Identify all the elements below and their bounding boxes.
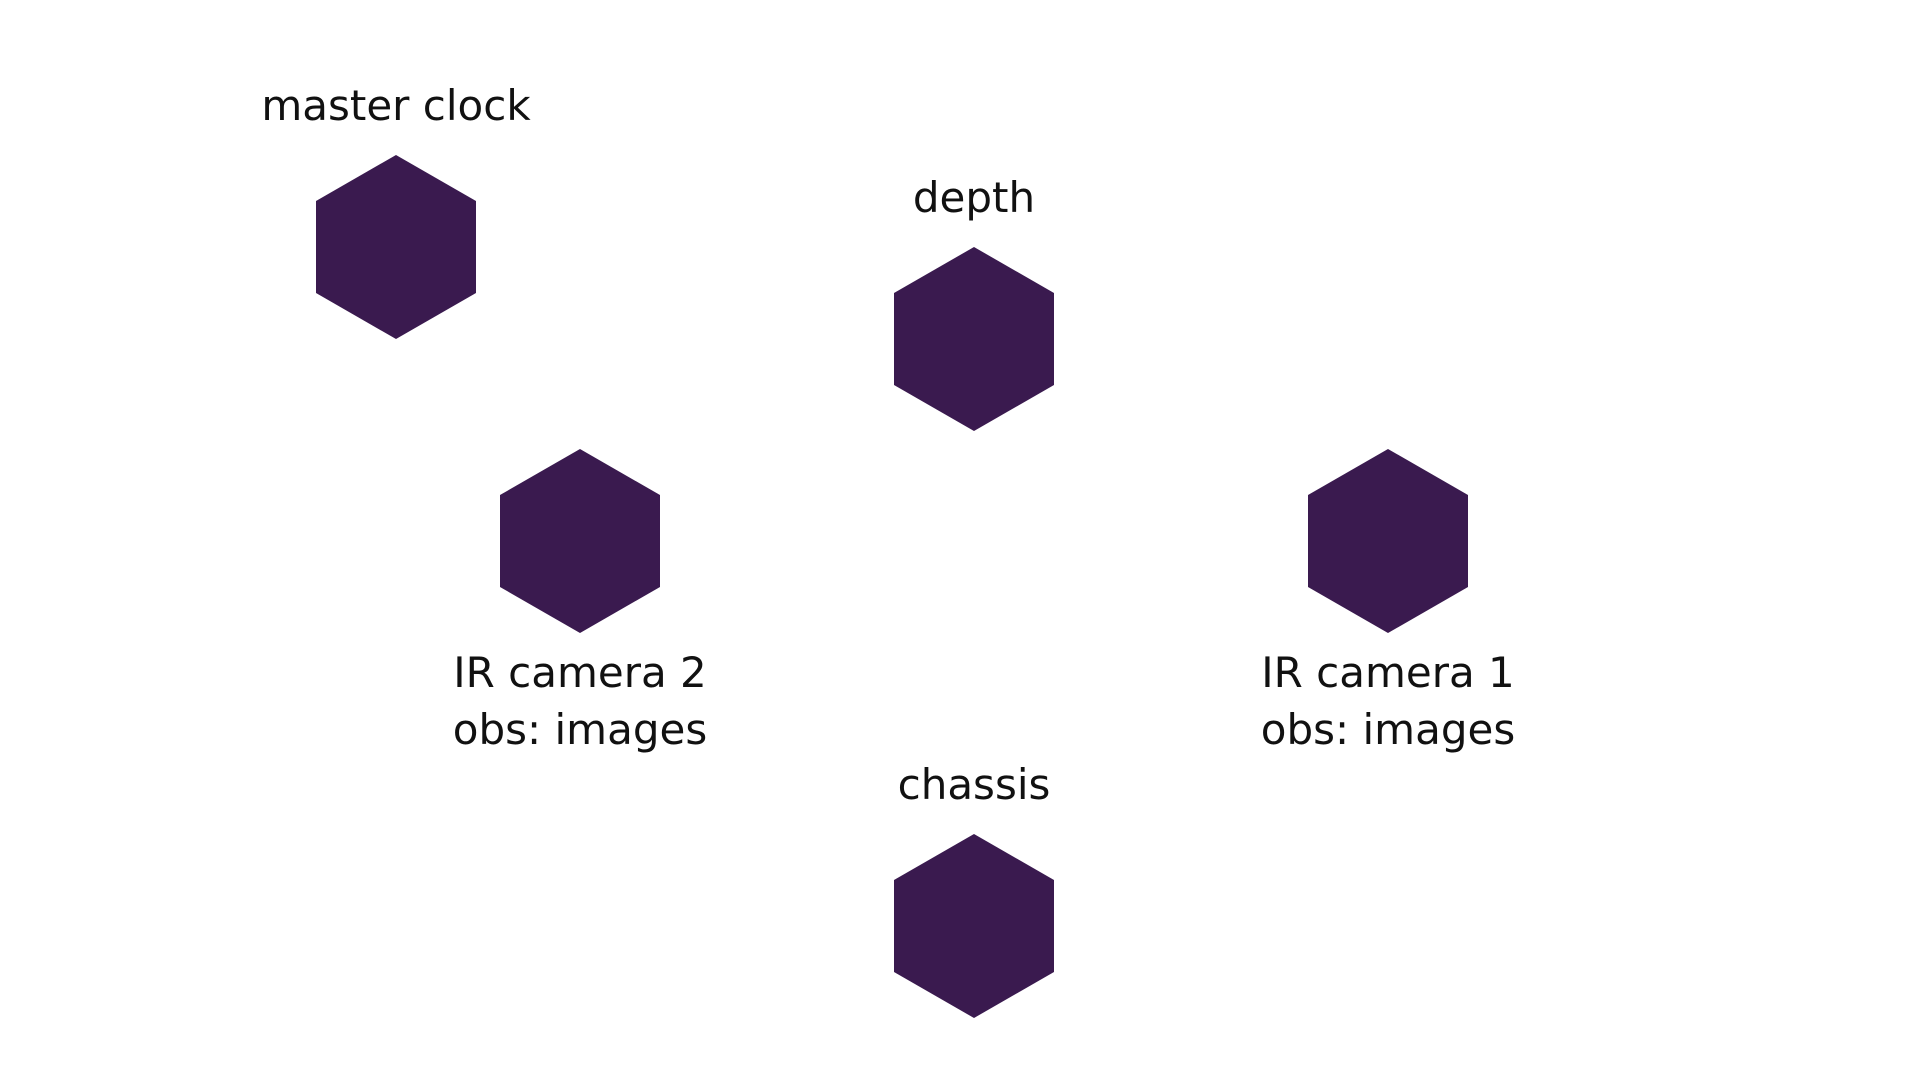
node-label: IR camera 1 obs: images (1128, 645, 1648, 758)
node-label-line: obs: images (1260, 704, 1516, 754)
node-label-line: IR camera 2 (453, 648, 707, 697)
node-label: depth (714, 170, 1234, 227)
node-label: chassis (714, 757, 1234, 814)
node-label-line: master clock (261, 81, 531, 131)
node-label-line: depth (912, 173, 1036, 223)
hexagon-shape (894, 247, 1054, 431)
node-label: IR camera 2 obs: images (320, 645, 840, 758)
hexagon-shape (500, 449, 660, 633)
hexagon-shape (894, 834, 1054, 1018)
hexagon-shape (1308, 449, 1468, 633)
hexagon-shape (316, 155, 476, 339)
node-label-line: obs: images (452, 704, 708, 754)
node-label-line: chassis (897, 760, 1051, 810)
node-label: master clock (136, 78, 656, 135)
node-label-line: IR camera 1 (1261, 648, 1515, 697)
